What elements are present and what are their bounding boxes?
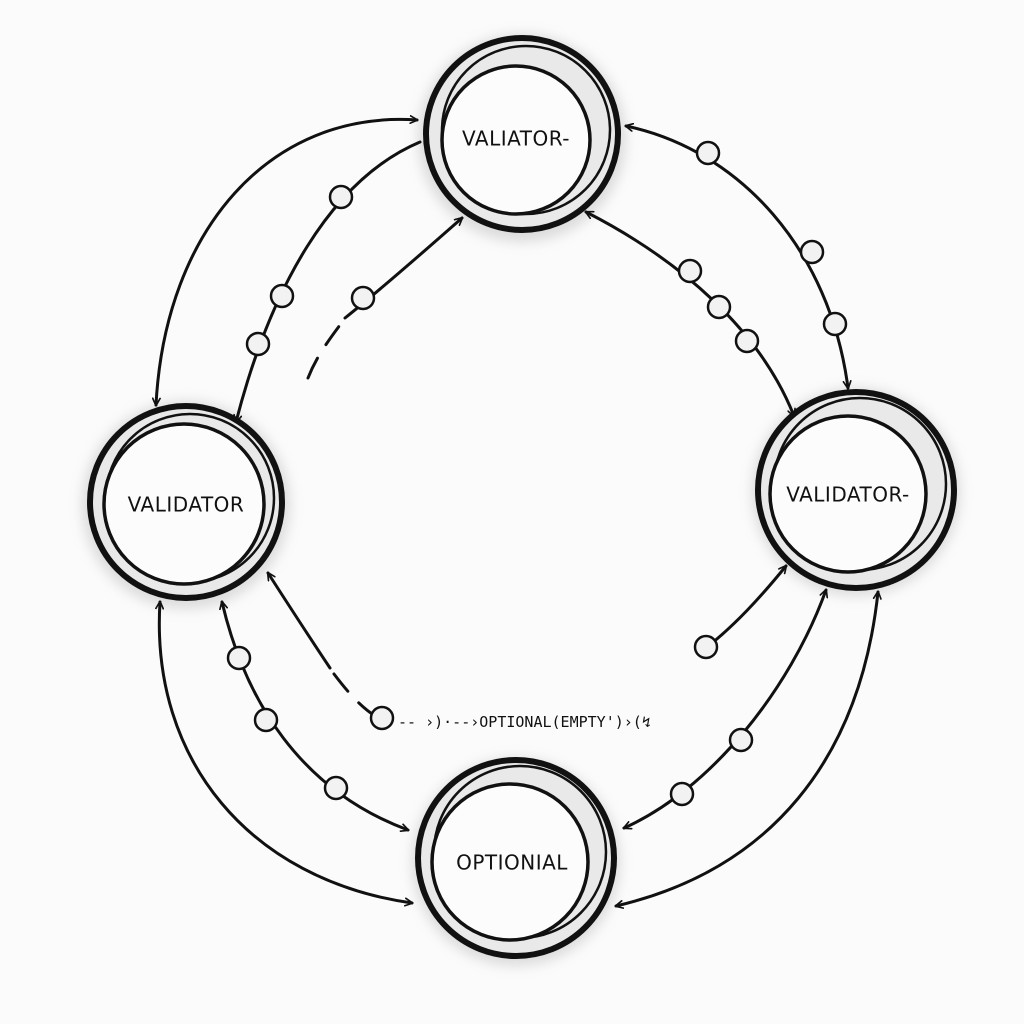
edge-dot — [369, 705, 395, 731]
edge-dot — [253, 707, 279, 733]
node-left-label: VALIDATOR — [128, 493, 245, 517]
node-bottom[interactable]: OPTIONIAL — [415, 757, 617, 959]
edge-left-to-annotation-dashed — [332, 672, 380, 720]
node-top-label: VALIATOR- — [462, 127, 570, 151]
edge-dot — [677, 258, 703, 284]
node-top[interactable]: VALIATOR- — [423, 35, 621, 233]
edge-annotation-to-right — [704, 564, 788, 650]
edge-dot — [822, 311, 848, 337]
node-right-label: VALIDATOR- — [786, 483, 910, 507]
edge-dot — [799, 239, 825, 265]
edge-dot — [734, 328, 760, 354]
edge-dot — [269, 283, 295, 309]
edge-top-right-inner — [584, 210, 794, 416]
edge-dot — [693, 634, 719, 660]
edge-left-bottom-inner — [222, 602, 408, 830]
node-bottom-label: OPTIONIAL — [456, 851, 568, 875]
edge-dots — [226, 140, 848, 807]
edge-dot — [350, 285, 376, 311]
edge-right-bottom-inner — [624, 590, 826, 828]
edge-dot — [695, 140, 721, 166]
edge-dot — [245, 331, 271, 357]
edge-annotation-text: -- ›)·--›OPTIONAL(EMPTY')›(↯ — [398, 713, 651, 731]
edge-left-bottom-outer — [159, 602, 412, 903]
edge-top-left-inner — [236, 140, 422, 422]
edge-left-to-annotation — [266, 571, 332, 670]
node-left[interactable]: VALIDATOR — [87, 403, 285, 601]
node-right[interactable]: VALIDATOR- — [755, 389, 957, 591]
edge-dot — [328, 184, 354, 210]
edge-dot — [226, 645, 252, 671]
edge-top-left-outer — [156, 119, 417, 405]
edge-dashed-stub-top — [306, 323, 342, 380]
edge-dot — [706, 294, 732, 320]
edge-dot — [728, 727, 754, 753]
edge-dot — [669, 781, 695, 807]
edge-dot — [323, 775, 349, 801]
